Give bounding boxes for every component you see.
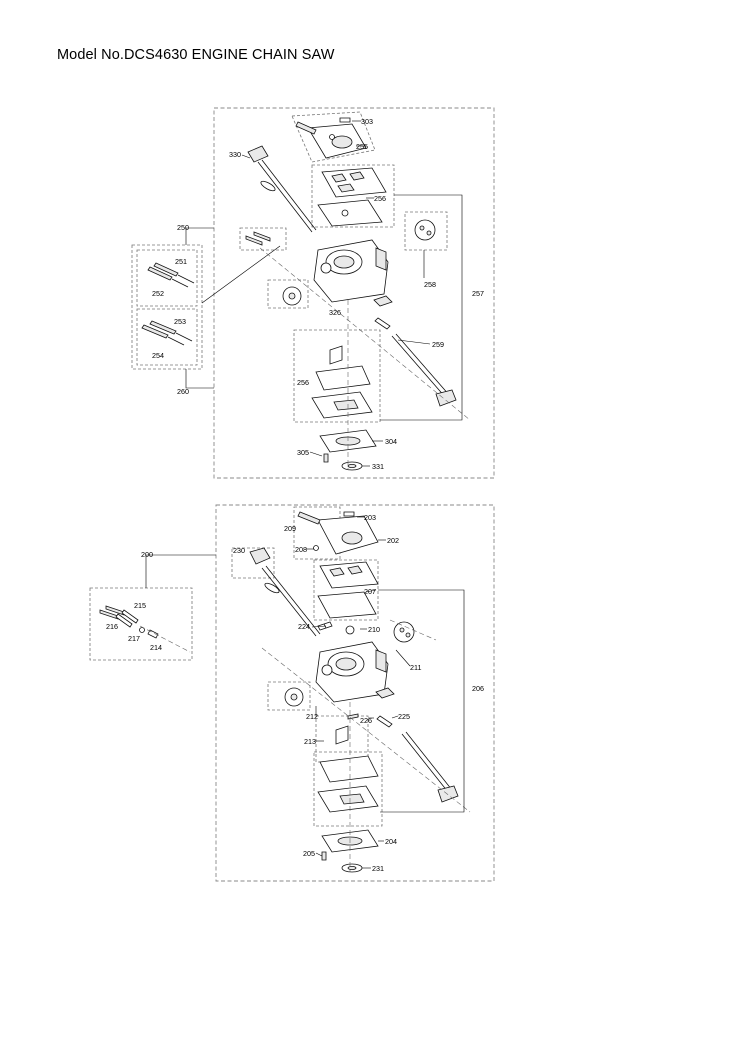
fuel-pump-disc (267, 279, 309, 309)
carburetor-body-lower (315, 625, 389, 703)
assembly-frame-lower (215, 504, 495, 882)
callout-326: 326 (329, 308, 341, 317)
throttle-shaft-330 (247, 145, 317, 233)
diaphragm-set-256-upper (311, 164, 395, 228)
callout-254: 254 (152, 351, 164, 360)
callout-252: 252 (152, 289, 164, 298)
callout-330: 330 (229, 150, 241, 159)
carburetor-cover-255 (291, 111, 376, 163)
callout-258: 258 (424, 280, 436, 289)
choke-shaft-lower (375, 687, 459, 803)
leader-250 (185, 227, 214, 245)
washer-331 (341, 461, 363, 471)
callout-214: 214 (150, 643, 162, 652)
callout-205: 205 (303, 849, 315, 858)
leader-260 (185, 369, 214, 389)
callout-259: 259 (432, 340, 444, 349)
throttle-plate-211 (389, 619, 437, 643)
adjusting-needle-pair-upper (147, 262, 195, 288)
leader-206 (378, 589, 465, 813)
callout-303: 303 (361, 117, 373, 126)
kit-box-250 (131, 244, 203, 370)
callout-217: 217 (128, 634, 140, 643)
subkit-box-253-254 (136, 308, 198, 366)
callout-225: 225 (398, 712, 410, 721)
callout-230: 230 (233, 546, 245, 555)
callout-204: 204 (385, 837, 397, 846)
carburetor-body-upper (313, 239, 389, 303)
leader-257 (380, 194, 463, 421)
carburetor-assembly-diagram-lower: 209 203 208 202 200 230 207 215 216 217 … (89, 504, 495, 882)
callout-215: 215 (134, 601, 146, 610)
callout-208: 208 (295, 545, 307, 554)
callout-213: 213 (304, 737, 316, 746)
needle-pair-in-body (239, 227, 287, 251)
assembly-frame-upper (213, 107, 495, 479)
callout-250: 250 (177, 223, 189, 232)
callout-304: 304 (385, 437, 397, 446)
diaphragm-set-207 (313, 559, 379, 621)
needle-kit-200-parts (99, 605, 191, 653)
leader-kit-to-body (201, 245, 281, 304)
adjusting-needle-pair-lower (141, 320, 193, 346)
callout-256-upper: 256 (374, 194, 386, 203)
callout-203: 203 (364, 513, 376, 522)
callout-216: 216 (106, 622, 118, 631)
screw-205 (321, 851, 327, 861)
pin-226 (347, 713, 359, 720)
carburetor-assembly-diagram-upper: 303 255 330 256 257 250 251 252 253 254 … (131, 107, 495, 479)
kit-box-200 (89, 587, 193, 661)
callout-209: 209 (284, 524, 296, 533)
callout-211: 211 (410, 663, 421, 672)
callout-255: 255 (356, 142, 368, 151)
callout-224: 224 (298, 622, 310, 631)
choke-shaft-259 (373, 295, 457, 407)
callout-200: 200 (141, 550, 153, 559)
subkit-box-251-252 (136, 249, 198, 307)
callout-305: 305 (297, 448, 309, 457)
callout-226: 226 (360, 716, 372, 725)
throttle-shaft-230 (231, 547, 321, 637)
page-title: Model No.DCS4630 ENGINE CHAIN SAW (57, 47, 335, 63)
callout-206: 206 (472, 684, 484, 693)
callout-331: 331 (372, 462, 384, 471)
leader-200 (145, 554, 216, 588)
callout-207: 207 (364, 587, 376, 596)
callout-253: 253 (174, 317, 186, 326)
throttle-plate-258 (404, 211, 448, 251)
assembly-axis-lower (261, 647, 471, 813)
screw-305 (323, 453, 329, 463)
callout-257: 257 (472, 289, 484, 298)
assembly-axis-upper (259, 247, 471, 421)
callout-251: 251 (175, 257, 187, 266)
metering-diaphragm-set-256-lower (293, 329, 381, 423)
washer-231 (341, 863, 363, 873)
callout-202: 202 (387, 536, 399, 545)
callout-260: 260 (177, 387, 189, 396)
callout-256-lower: 256 (297, 378, 309, 387)
callout-210: 210 (368, 625, 380, 634)
carburetor-cover-202 (293, 506, 379, 560)
fuel-pump-disc-lower (267, 681, 311, 711)
metering-diaphragm-set-lower (313, 715, 383, 827)
callout-231: 231 (372, 864, 384, 873)
callout-212: 212 (306, 712, 318, 721)
